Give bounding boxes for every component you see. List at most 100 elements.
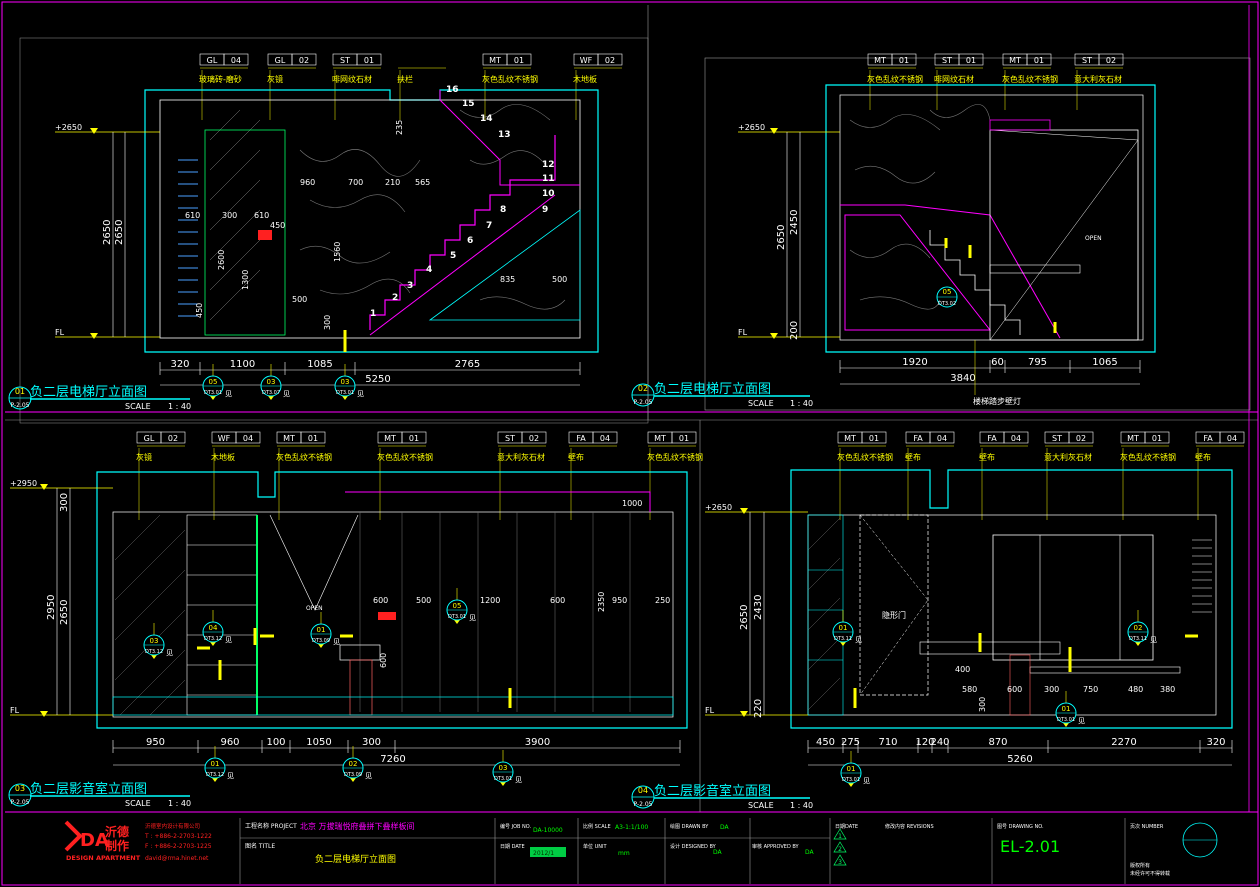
unit-label: 单位 UNIT: [583, 843, 607, 850]
logo-cn: 沂德: [105, 824, 129, 839]
stair-light-note: 楼梯踏步壁灯: [973, 396, 1021, 406]
step-number: 14: [480, 114, 493, 124]
ref-sheet: DT3.12: [206, 772, 224, 778]
ref-sheet: DT3.01: [494, 776, 512, 782]
phone: T : +886-2-2703-1222: [144, 833, 212, 840]
callout-ref: P-2.05: [633, 399, 652, 406]
handrail: [989, 264, 1081, 274]
title-value: 负二层电梯厅立面图: [315, 853, 396, 865]
tag-code: MT: [489, 56, 501, 65]
mirror-hatch: [807, 517, 841, 711]
tag-code: FA: [1203, 434, 1213, 443]
scale-value: A3-1:1/100: [615, 824, 648, 831]
elevator-button-panel: [258, 230, 272, 240]
door-panel: [989, 129, 1139, 341]
dim-value: 950: [146, 737, 165, 748]
inner-dim: 300: [1044, 685, 1059, 694]
tag-num: 02: [1106, 56, 1116, 65]
tag-num-box: [300, 431, 326, 444]
revision-triangle: [833, 841, 847, 853]
dim-total: 3840: [950, 373, 975, 384]
scale-value: 1 : 40: [790, 399, 813, 408]
page-label: 页次 NUMBER: [1130, 823, 1164, 830]
company-cn: 沂德室内设计有限公司: [145, 822, 200, 830]
tag-desc: 壁布: [1195, 452, 1211, 462]
dim-value: 2765: [455, 359, 480, 370]
designed-value: DA: [713, 849, 723, 856]
callout-num: 02: [638, 384, 648, 393]
ref-num: 02: [349, 760, 358, 768]
step-number: 6: [467, 236, 473, 246]
tag-num: 01: [409, 434, 419, 443]
tag-desc: 灰色乱纹不锈钢: [837, 452, 893, 462]
email: david@rma.hinet.net: [145, 855, 209, 862]
tag-num-box: [521, 431, 547, 444]
tag-num-box: [597, 53, 623, 66]
drawn-value: DA: [720, 824, 730, 831]
tag-desc: 壁布: [905, 452, 921, 462]
stair-profile: [369, 135, 556, 330]
level-marks: +2650 FL: [738, 123, 840, 339]
dim-value: 120: [915, 737, 934, 748]
inner-dim: 380: [1160, 685, 1175, 694]
tag-num-box: [1068, 431, 1094, 444]
ref-see: 见: [283, 390, 290, 398]
panel-title-text: 负二层电梯厅立面图: [30, 385, 147, 400]
wall-panels: [359, 512, 631, 712]
tag-code: ST: [340, 56, 350, 65]
tag-num: 01: [966, 56, 976, 65]
tag-num-box: [929, 431, 955, 444]
step-number: 1: [370, 309, 376, 319]
tag-code: FA: [987, 434, 997, 443]
dim-value: 450: [816, 737, 835, 748]
tag-desc: 壁布: [979, 452, 995, 462]
tag-num-box: [235, 431, 261, 444]
ref-sheet: DT3.01: [204, 390, 222, 396]
dim-value: 1920: [902, 357, 927, 368]
door-swing: [269, 514, 359, 611]
inner-dim: 400: [955, 665, 970, 674]
tag-desc: 壁布: [568, 452, 584, 462]
level-top-label: +2950: [10, 479, 37, 488]
dim-value: 1065: [1092, 357, 1117, 368]
inner-dim: 960: [300, 178, 315, 187]
tag-code: MT: [283, 434, 295, 443]
tag-desc: 啡网纹石材: [332, 74, 372, 84]
ref-num: 01: [317, 626, 326, 634]
inner-dim: 2350: [597, 592, 606, 612]
scale-value: 1 : 40: [168, 799, 191, 808]
dim-total: 5260: [1007, 754, 1032, 765]
tag-num: 01: [308, 434, 318, 443]
scale-label: SCALE: [125, 402, 151, 411]
revision-marks: 123: [833, 828, 847, 866]
scale-label: SCALE: [125, 799, 151, 808]
panel-title-text: 负二层影音室立面图: [654, 783, 771, 799]
tag-code: ST: [942, 56, 952, 65]
door-swing: [989, 129, 1139, 340]
hidden-door: [859, 514, 929, 696]
ref-see: 见: [515, 776, 522, 784]
step-number: 12: [542, 160, 555, 170]
tag-num-box: [356, 53, 382, 66]
tag-num: 01: [899, 56, 909, 65]
inner-dim: 2600: [217, 250, 226, 270]
tag-num-box: [401, 431, 427, 444]
ref-see: 见: [1078, 717, 1085, 725]
ref-sheet: DT3.12: [204, 636, 222, 642]
ref-sheet: DT3.01: [1057, 717, 1075, 723]
tag-num: 01: [1034, 56, 1044, 65]
drawing-no-label: 图号 DRAWING NO.: [997, 824, 1044, 830]
ref-see: 见: [225, 636, 232, 644]
inner-dim: 565: [415, 178, 430, 187]
inner-dim: 610: [185, 211, 200, 220]
inner-dim: 500: [292, 295, 307, 304]
revision-number: 3: [838, 859, 842, 866]
